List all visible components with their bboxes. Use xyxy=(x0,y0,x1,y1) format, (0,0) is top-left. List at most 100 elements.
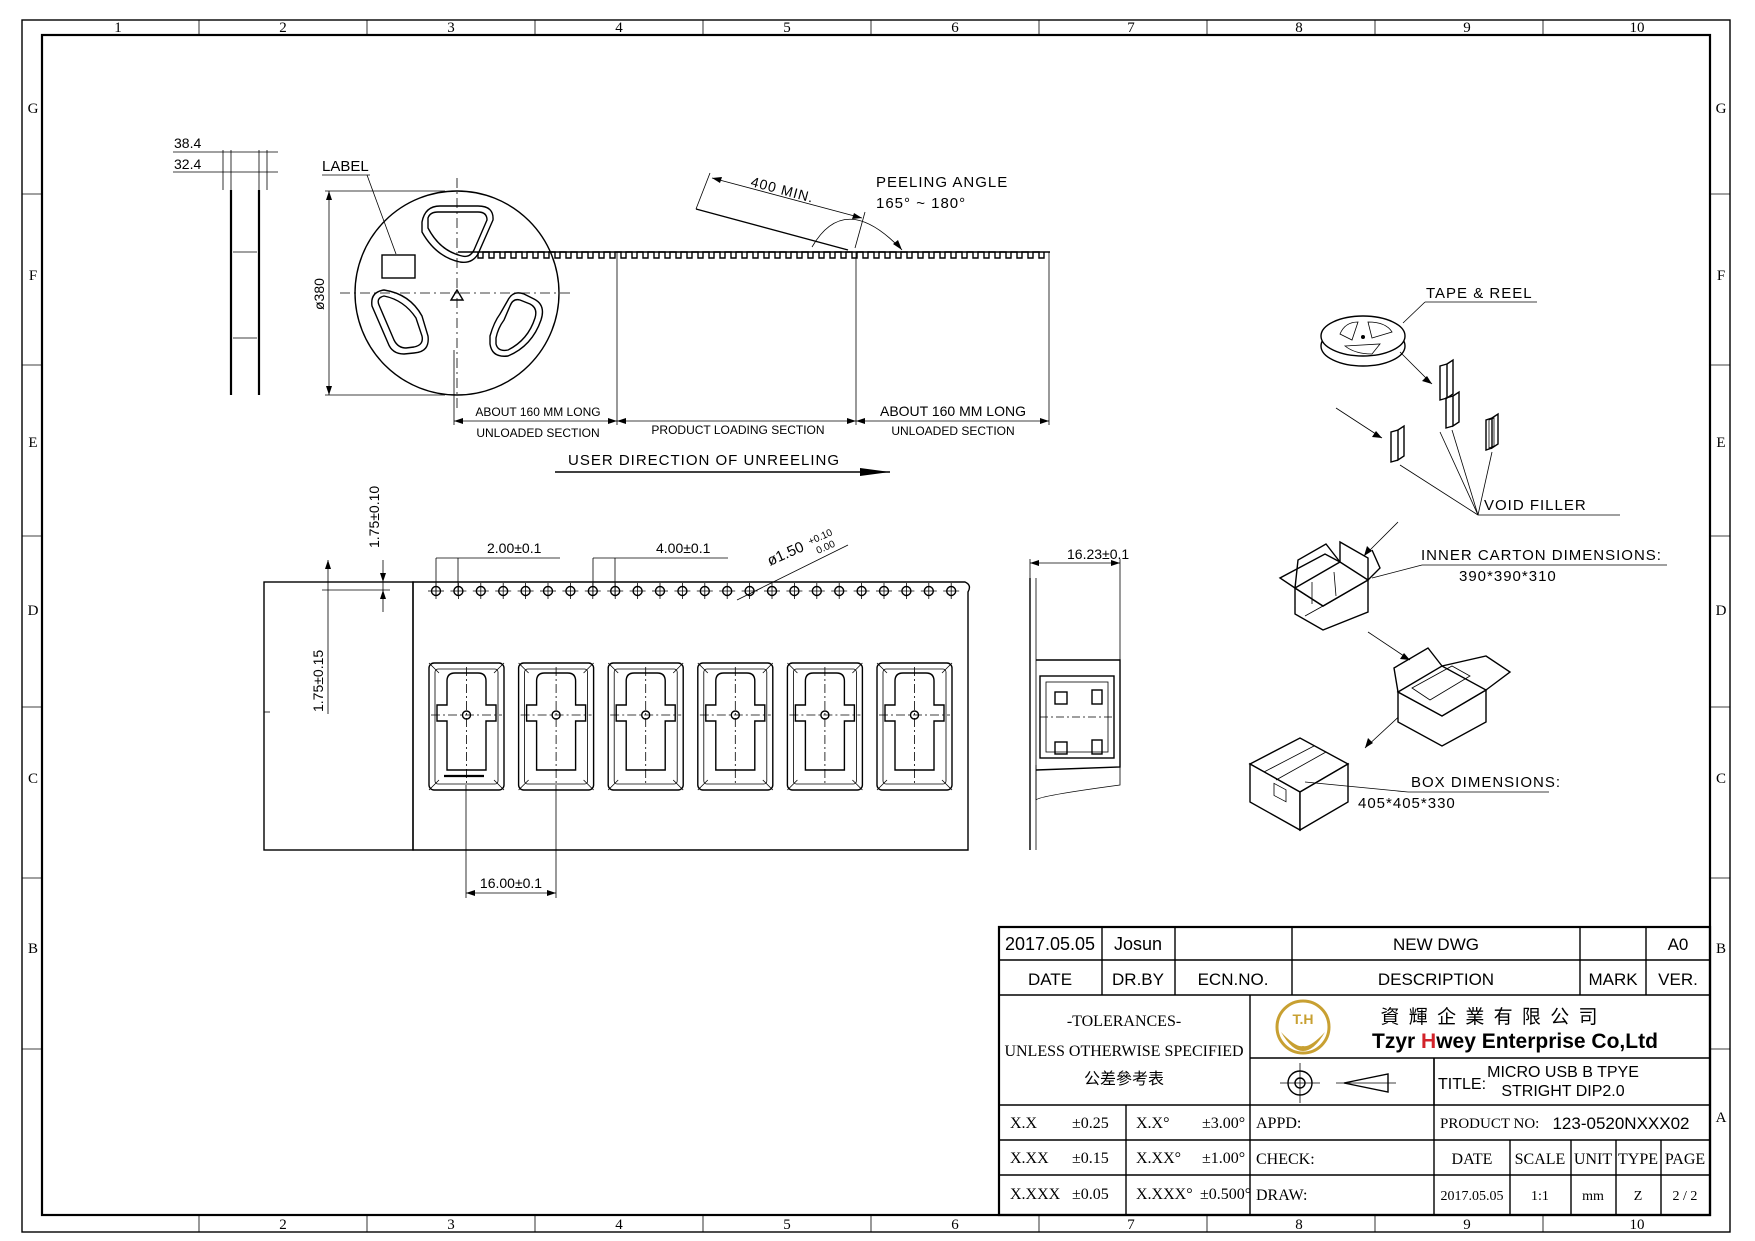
pocket xyxy=(428,662,505,791)
logo-text: T.H xyxy=(1293,1011,1314,1027)
row-label: D xyxy=(28,603,39,619)
col-label: 7 xyxy=(1127,1217,1135,1233)
tolerances-title: -TOLERANCES- xyxy=(1067,1013,1181,1030)
pocket xyxy=(876,662,953,791)
sprocket-hole xyxy=(696,583,713,599)
header2-unit: UNIT xyxy=(1574,1151,1612,1168)
rev-date: 2017.05.05 xyxy=(1005,934,1095,954)
row-label: F xyxy=(1717,268,1725,284)
projection-symbol-icon xyxy=(1280,1063,1396,1103)
title-line-1: MICRO USB B TPYE xyxy=(1487,1064,1639,1081)
col-label: 9 xyxy=(1463,20,1471,36)
closed-box-icon xyxy=(1248,737,1350,832)
approved-label: APPD: xyxy=(1256,1115,1301,1132)
sprocket-hole xyxy=(652,583,668,599)
drawn-label: DRAW: xyxy=(1256,1187,1307,1204)
row-label: B xyxy=(1716,941,1726,957)
company-name-en: Tzyr Hwey Enterprise Co,Ltd xyxy=(1372,1030,1658,1053)
tol-linear-label: X.X xyxy=(1010,1115,1038,1132)
col-label: 2 xyxy=(279,1217,287,1233)
unreeled-tape: 400 MIN. PEELING ANGLE 165° ~ 180° ABOUT… xyxy=(453,172,1050,476)
reel-diameter-dim: ø380 xyxy=(311,278,327,310)
tol-angle-label: X.XX° xyxy=(1136,1150,1181,1167)
hole-pitch-dim: 4.00±0.1 xyxy=(656,540,711,556)
rev-version: A0 xyxy=(1668,935,1689,954)
value-unit: mm xyxy=(1582,1189,1604,1204)
tol-angle-label: X.XXX° xyxy=(1136,1186,1193,1203)
unreeling-direction: USER DIRECTION OF UNREELING xyxy=(568,452,840,469)
void-filler-callout: VOID FILLER xyxy=(1484,497,1587,514)
inner-carton-callout: INNER CARTON DIMENSIONS: xyxy=(1421,547,1662,564)
side-distance-dim: 1.75±0.15 xyxy=(310,650,326,712)
tol-linear-value: ±0.15 xyxy=(1072,1150,1109,1167)
col-label: 4 xyxy=(615,20,623,36)
header-drawn-by: DR.BY xyxy=(1112,970,1164,989)
sprocket-hole xyxy=(472,583,489,599)
edge-distance-dim: 1.75±0.10 xyxy=(366,486,382,548)
col-label: 3 xyxy=(447,1217,455,1233)
inner-carton-dimensions: 390*390*310 xyxy=(1459,568,1557,585)
header-ecn: ECN.NO. xyxy=(1198,970,1269,989)
tape-width-dim: 16.23±0.1 xyxy=(1067,546,1129,562)
hole-to-pocket-dim: 2.00±0.1 xyxy=(487,540,542,556)
row-label: C xyxy=(1716,771,1726,787)
header-version: VER. xyxy=(1658,970,1698,989)
sprocket-hole xyxy=(876,583,892,599)
tolerances-subtitle: UNLESS OTHERWISE SPECIFIED xyxy=(1004,1043,1243,1060)
product-no-label: PRODUCT NO: xyxy=(1440,1116,1539,1132)
title-block: 2017.05.05 Josun NEW DWG A0 DATE DR.BY E… xyxy=(997,925,1712,1217)
tol-angle-value: ±3.00° xyxy=(1202,1115,1245,1132)
sprocket-hole xyxy=(674,583,691,599)
outer-carton-icon xyxy=(1393,647,1512,747)
tape-reel-callout: TAPE & REEL xyxy=(1426,285,1533,302)
header-description: DESCRIPTION xyxy=(1378,970,1494,989)
pocket-row xyxy=(428,662,953,791)
inner-carton-icon xyxy=(1278,540,1381,631)
tolerance-table: X.X ±0.25 X.X° ±3.00° X.XX ±0.15 X.XX° ±… xyxy=(1010,1115,1251,1203)
sprocket-hole xyxy=(808,583,825,599)
reel-width-inner-dim: 32.4 xyxy=(174,156,201,172)
row-label: B xyxy=(28,941,38,957)
reel-label-callout: LABEL xyxy=(322,158,369,175)
sprocket-hole xyxy=(517,583,534,599)
tol-angle-value: ±1.00° xyxy=(1202,1150,1245,1167)
header-date: DATE xyxy=(1028,970,1072,989)
sprocket-hole xyxy=(495,583,512,599)
row-label: E xyxy=(1716,435,1725,451)
pocket-pitch-dim: 16.00±0.1 xyxy=(480,875,542,891)
tol-linear-label: X.XX xyxy=(1010,1150,1049,1167)
mini-reel-icon xyxy=(1320,315,1406,367)
row-label: F xyxy=(29,268,37,284)
reel-width-outer-dim: 38.4 xyxy=(174,135,201,151)
unloaded-right-section: UNLOADED SECTION xyxy=(891,424,1014,438)
pocket xyxy=(697,662,774,791)
value-date: 2017.05.05 xyxy=(1441,1189,1504,1204)
tol-angle-value: ±0.500° xyxy=(1200,1186,1251,1203)
box-callout: BOX DIMENSIONS: xyxy=(1411,774,1561,791)
box-dimensions: 405*405*330 xyxy=(1358,795,1456,812)
sprocket-hole xyxy=(831,583,848,599)
sprocket-hole xyxy=(786,583,803,599)
col-label: 4 xyxy=(615,1217,623,1233)
row-label: C xyxy=(28,771,38,787)
unloaded-left-section: UNLOADED SECTION xyxy=(476,426,599,440)
row-label: D xyxy=(1716,603,1727,619)
product-no-value: 123-0520NXXX02 xyxy=(1552,1114,1689,1133)
title-line-2: STRIGHT DIP2.0 xyxy=(1501,1083,1624,1100)
col-label: 10 xyxy=(1630,20,1645,36)
col-label: 8 xyxy=(1295,20,1303,36)
checked-label: CHECK: xyxy=(1256,1151,1315,1168)
void-filler-icons xyxy=(1390,358,1499,463)
product-loading-section: PRODUCT LOADING SECTION xyxy=(651,423,824,437)
sprocket-hole xyxy=(853,583,870,599)
col-label: 1 xyxy=(114,20,122,36)
header2-date: DATE xyxy=(1452,1151,1493,1168)
sprocket-hole xyxy=(719,583,736,599)
pocket xyxy=(786,662,864,791)
sprocket-hole xyxy=(629,583,646,599)
row-label: A xyxy=(1716,1110,1727,1126)
title-label: TITLE: xyxy=(1438,1076,1486,1093)
header-mark: MARK xyxy=(1588,970,1638,989)
tol-linear-value: ±0.25 xyxy=(1072,1115,1109,1132)
